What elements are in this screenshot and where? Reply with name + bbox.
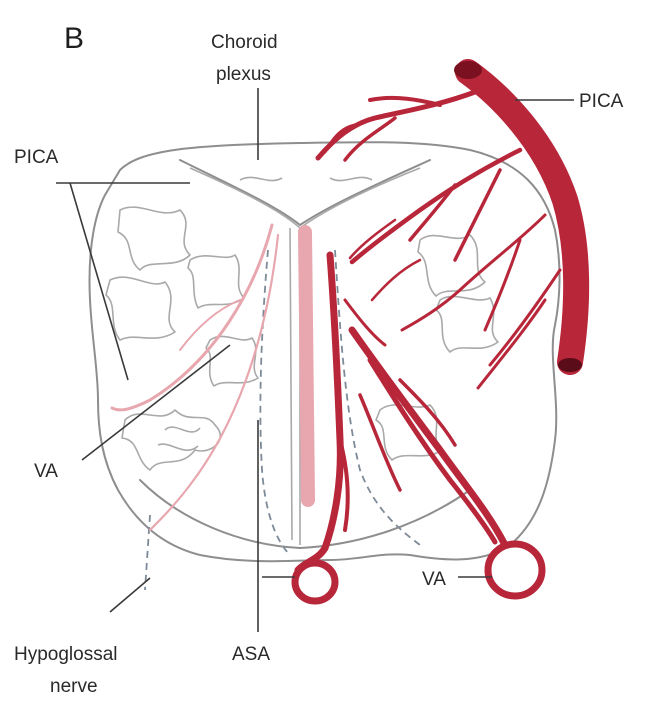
label-choroid-plexus-line2: plexus — [216, 64, 271, 85]
label-va-left: VA — [34, 461, 58, 482]
label-pica-right: PICA — [579, 91, 624, 112]
label-choroid-plexus-line1: Choroid — [211, 32, 278, 53]
label-va-right: VA — [422, 569, 446, 590]
label-hypoglossal-line1: Hypoglossal — [14, 644, 118, 665]
medulla-outline — [90, 142, 560, 561]
label-hypoglossal-line2: nerve — [50, 676, 98, 697]
label-asa: ASA — [232, 644, 270, 665]
vertebral-and-asa-vessels — [295, 255, 542, 601]
panel-letter: B — [64, 22, 84, 55]
label-pica-left: PICA — [14, 147, 59, 168]
dashed-tract-borders — [145, 250, 420, 590]
